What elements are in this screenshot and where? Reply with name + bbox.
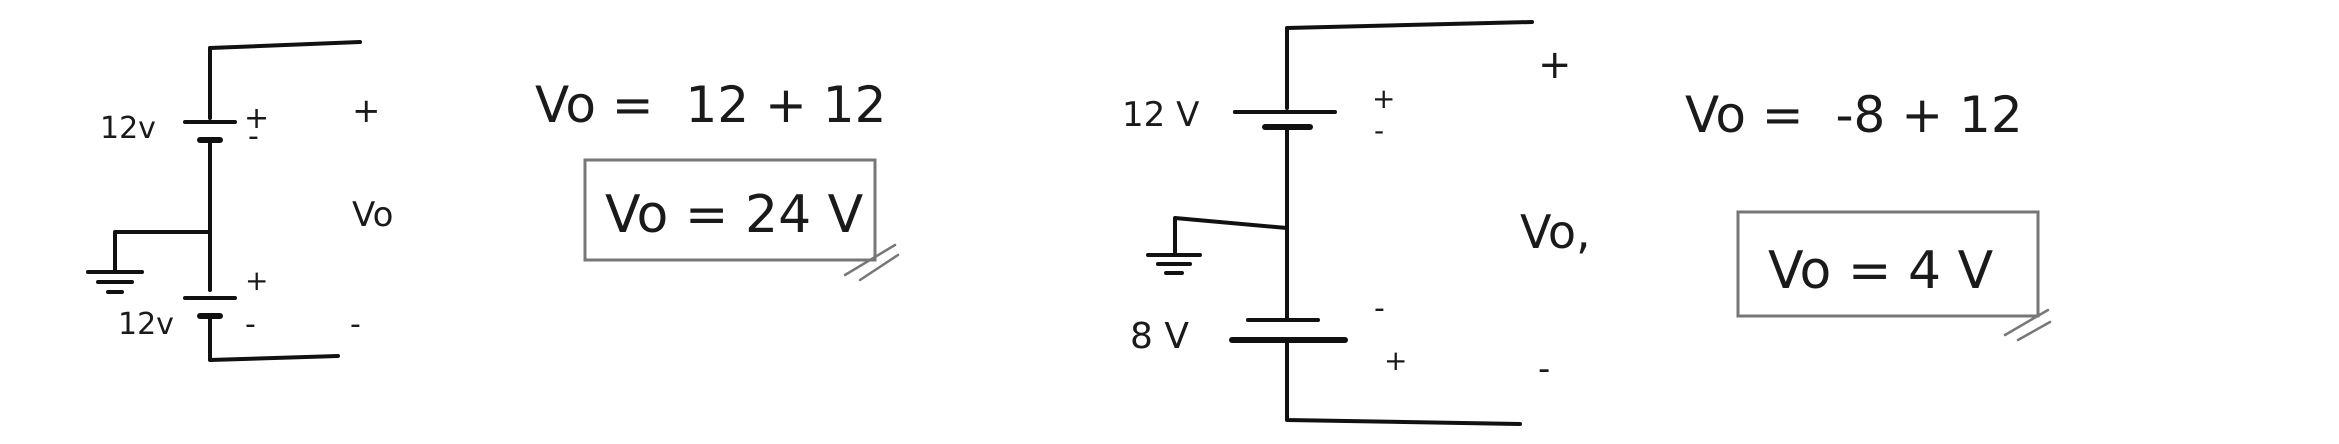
left-bottom-battery-plus: +: [245, 264, 268, 297]
left-top-wire: [208, 40, 362, 62]
right-equation-line: Vo = -8 + 12: [1685, 86, 2023, 144]
left-ground-icon: [86, 270, 144, 294]
right-result-text: Vo = 4 V: [1768, 241, 1994, 301]
left-output-label: Vo: [352, 195, 393, 235]
right-output-label: Vo,: [1520, 205, 1591, 259]
right-top-battery-label: 12 V: [1122, 95, 1199, 135]
right-output-plus: +: [1538, 42, 1572, 88]
left-output-plus: +: [352, 91, 381, 131]
left-top-battery-label: 12v: [100, 111, 156, 146]
right-ground-icon: [1146, 253, 1202, 275]
right-bottom-battery-label: 8 V: [1130, 316, 1189, 357]
right-bottom-battery-minus: -: [1374, 291, 1385, 326]
left-result-text: Vo = 24 V: [605, 185, 864, 245]
right-bottom-wire: [1285, 338, 1522, 426]
right-result-underline-mark: [2003, 308, 2052, 342]
right-top-battery-minus: -: [1374, 114, 1384, 147]
left-result-box: [583, 158, 877, 262]
right-top-wire: [1285, 20, 1534, 110]
left-result-underline-mark: [843, 243, 900, 282]
left-equation: Vo = 12 + 12 Vo = 24 V: [535, 76, 900, 282]
right-equation: Vo = -8 + 12 Vo = 4 V: [1685, 86, 2052, 342]
left-bottom-wire: [208, 314, 340, 362]
left-output-minus: -: [350, 307, 361, 342]
left-top-battery-plus: +: [244, 101, 269, 136]
right-result-box: [1736, 210, 2040, 318]
left-circuit: 12v + - 12v + - + - Vo: [86, 40, 393, 362]
right-circuit: 12 V + - 8 V - + + - Vo,: [1122, 20, 1591, 426]
left-bottom-battery-label: 12v: [118, 307, 174, 342]
left-top-battery-minus: -: [248, 119, 259, 154]
right-top-battery-plus: +: [1372, 82, 1395, 115]
right-ground-branch: [1173, 216, 1289, 254]
left-equation-line: Vo = 12 + 12: [535, 76, 886, 134]
left-ground-branch: [113, 230, 212, 272]
right-output-minus: -: [1538, 349, 1550, 389]
left-bottom-battery-minus: -: [245, 307, 256, 342]
right-bottom-battery-plus: +: [1384, 344, 1407, 377]
